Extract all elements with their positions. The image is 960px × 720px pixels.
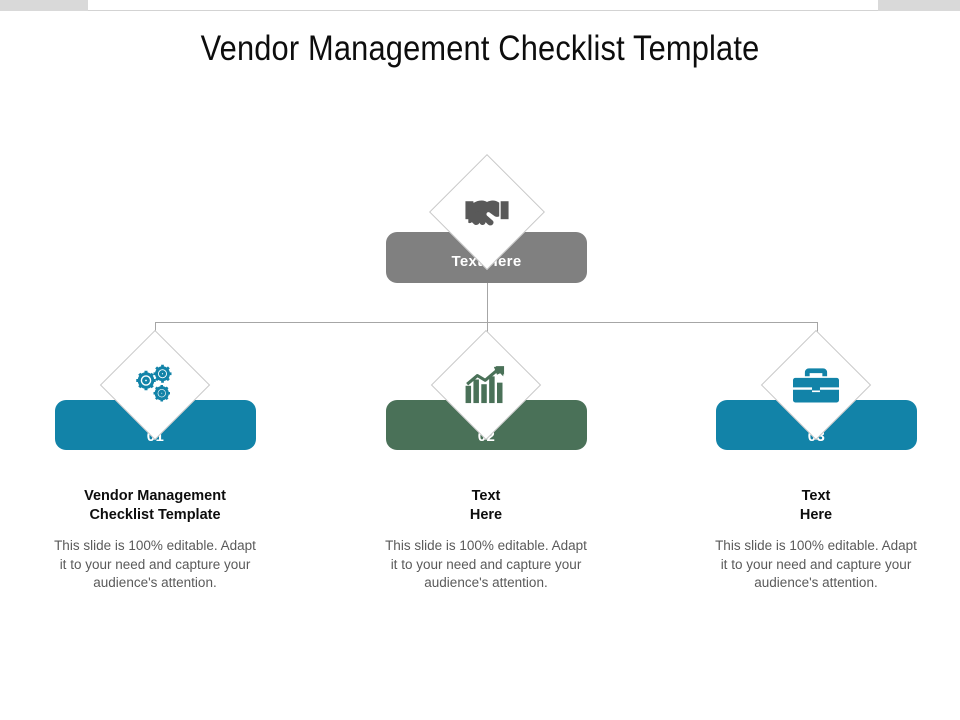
child-caption-body-03: This slide is 100% editable. Adapt it to… [715, 538, 917, 590]
child-caption-heading-02: Text Here [469, 488, 503, 523]
connector-horizontal [155, 322, 818, 323]
child-caption-01: Vendor Management Checklist Template Thi… [50, 487, 260, 593]
child-caption-body-02: This slide is 100% editable. Adapt it to… [385, 538, 587, 590]
gears-icon [132, 364, 178, 406]
top-chrome-rule [88, 10, 878, 11]
child-caption-heading-03: Text Here [799, 488, 833, 523]
top-chrome-bar-left [0, 0, 88, 11]
child-caption-body-01: This slide is 100% editable. Adapt it to… [54, 538, 256, 590]
child-caption-03: Text Here This slide is 100% editable. A… [711, 487, 921, 593]
root-node-diamond [429, 154, 545, 270]
page-title: Vendor Management Checklist Template [200, 29, 760, 68]
bar-chart-growth-icon [464, 365, 508, 405]
child-node-diamond-03 [760, 329, 872, 441]
top-chrome-bar-right [878, 0, 960, 11]
child-caption-02: Text Here This slide is 100% editable. A… [381, 487, 591, 593]
handshake-icon [464, 195, 510, 229]
child-caption-heading-01: Vendor Management Checklist Template [84, 488, 226, 523]
child-node-diamond-01 [99, 329, 211, 441]
connector-root-vertical [487, 283, 488, 345]
briefcase-icon [793, 365, 839, 405]
child-node-diamond-02 [430, 329, 542, 441]
